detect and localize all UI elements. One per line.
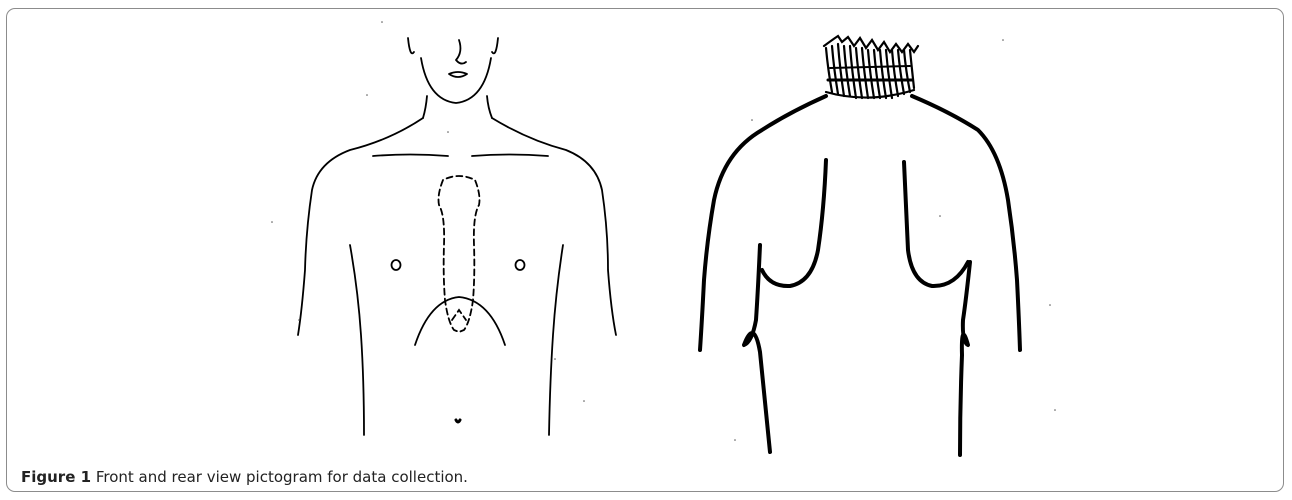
figure-caption-label: Figure 1 [21, 468, 91, 486]
pictogram-figure [0, 0, 1292, 470]
front-view-icon [298, 38, 616, 435]
sternum-outline [439, 176, 480, 332]
rear-view-icon [700, 96, 1020, 455]
scan-specks [271, 21, 1056, 441]
figure-caption-text: Front and rear view pictogram for data c… [91, 468, 468, 486]
figure-caption: Figure 1 Front and rear view pictogram f… [21, 468, 468, 486]
hair-icon [824, 36, 918, 98]
